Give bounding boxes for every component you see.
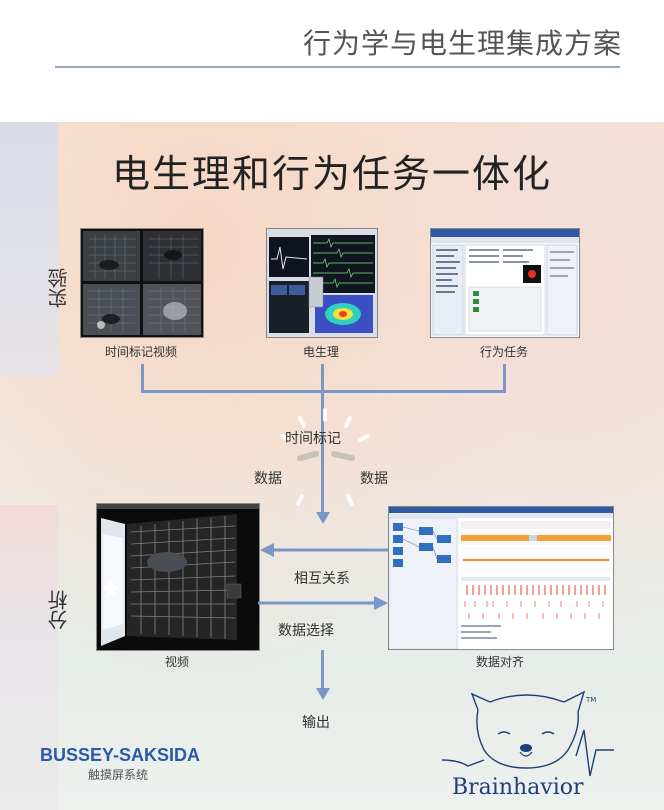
poster-headline: 电生理和行为任务一体化 (112, 152, 553, 196)
company-subtitle: 触摸屏系统 (88, 768, 149, 782)
caption-data-alignment: 数据对齐 (475, 655, 524, 669)
connector-output-vertical (321, 650, 324, 690)
caption-timestamp-video: 时间标记视频 (104, 345, 177, 359)
connector-left-vertical (141, 364, 144, 392)
flow-label-data-selection: 数据选择 (278, 623, 334, 639)
arrow-correlation-left-icon (260, 543, 388, 557)
brainhavior-logo: Brainhavior TM (441, 690, 614, 800)
caption-behavior-task: 行为任务 (479, 345, 528, 359)
behavior-task-screenshot (430, 228, 580, 338)
flow-label-correlation: 相互关系 (294, 571, 350, 587)
flow-label-timestamp: 时间标记 (285, 431, 341, 447)
flow-label-data-right: 数据 (360, 471, 388, 487)
section-label-analysis: 分析 (47, 590, 71, 630)
caption-ephys: 电生理 (302, 345, 339, 359)
arrow-down-to-output-icon (316, 688, 330, 700)
timestamp-video-screenshot (80, 228, 204, 338)
connector-right-vertical (503, 364, 506, 392)
logo-trademark: TM (585, 696, 596, 704)
flow-label-output: 输出 (302, 715, 330, 731)
arrow-down-to-analysis-icon (316, 512, 330, 524)
timestamp-clock-marks (280, 408, 370, 506)
flow-label-data-left: 数据 (254, 471, 282, 487)
left-band-experiment (0, 122, 58, 377)
caption-video: 视频 (164, 655, 189, 669)
title-divider (55, 66, 620, 68)
logo-wordmark: Brainhavior (452, 775, 584, 800)
company-name: BUSSEY-SAKSIDA (40, 745, 201, 765)
section-label-experiment: 实验 (47, 268, 71, 308)
data-alignment-screenshot (388, 506, 614, 650)
ephys-screenshot (266, 228, 378, 338)
left-band-analysis (0, 505, 58, 810)
video-screenshot (96, 503, 260, 651)
page-title: 行为学与电生理集成方案 (302, 27, 622, 60)
connector-center-vertical (321, 364, 324, 514)
arrow-correlation-right-icon (258, 596, 388, 610)
